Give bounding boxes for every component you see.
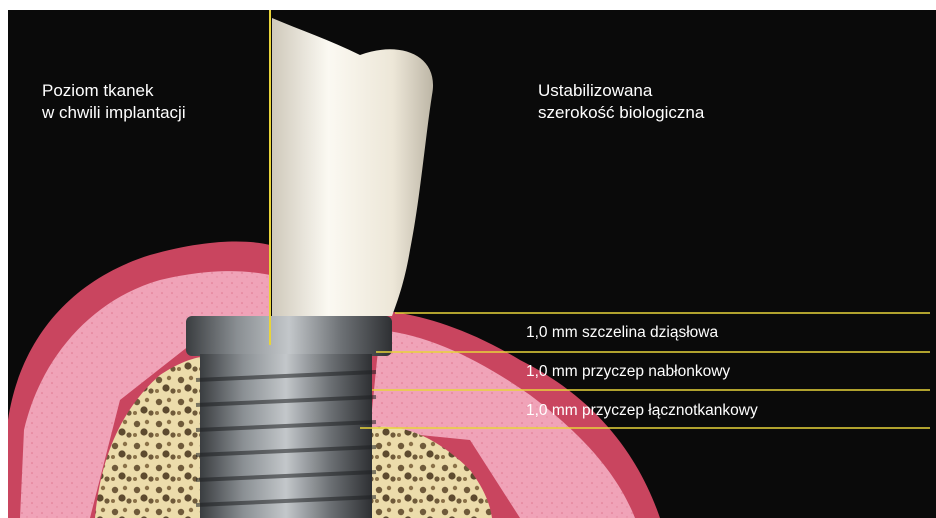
measurement-epithelial-attachment: 1,0 mm przyczep nabłonkowy <box>526 362 730 382</box>
measurement-connective-attachment: 1,0 mm przyczep łącznotkankowy <box>526 401 758 421</box>
measurement-gingival-sulcus: 1,0 mm szczelina dziąsłowa <box>526 323 718 343</box>
implant-body <box>196 354 376 518</box>
biologic-width-line2: szerokość biologiczna <box>538 102 704 124</box>
biologic-width-label: Ustabilizowana szerokość biologiczna <box>538 80 704 124</box>
tissue-level-line1: Poziom tkanek <box>42 80 186 102</box>
tissue-level-line2: w chwili implantacji <box>42 102 186 124</box>
biologic-width-line1: Ustabilizowana <box>538 80 704 102</box>
tissue-level-label: Poziom tkanek w chwili implantacji <box>42 80 186 124</box>
implant-abutment <box>186 316 392 356</box>
